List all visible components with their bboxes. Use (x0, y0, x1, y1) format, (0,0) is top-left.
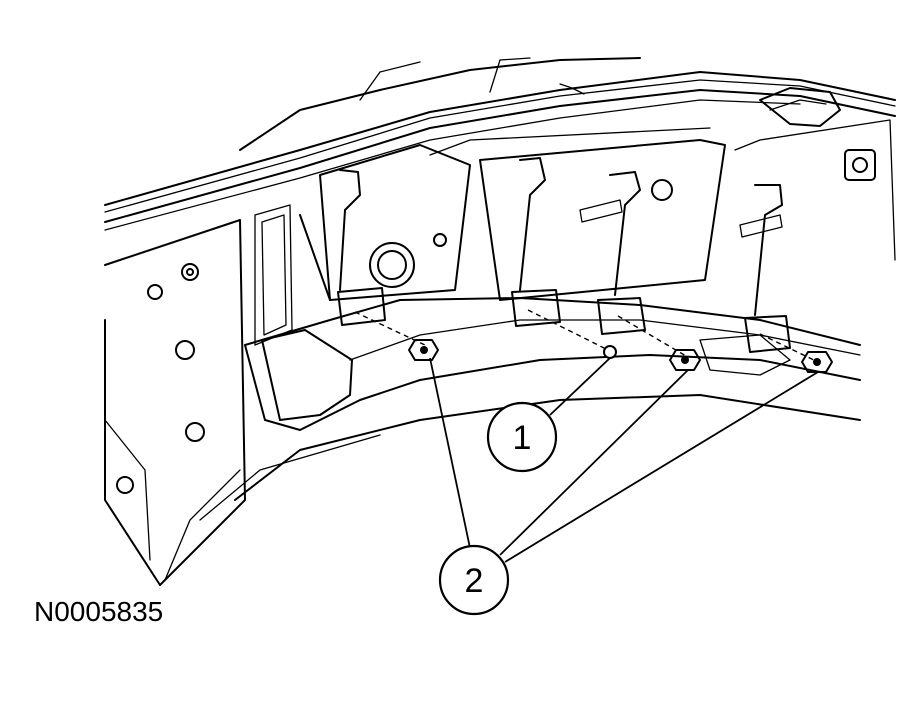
bolt-icon (669, 349, 701, 371)
pin-icon (603, 345, 617, 359)
bolt-icon (801, 351, 833, 373)
nut-plates (337, 287, 791, 353)
callout-1-label: 1 (513, 419, 532, 457)
hanger-straps (339, 157, 783, 316)
alignment-lines (354, 309, 819, 363)
lower-beam (164, 297, 861, 581)
callout-2-label: 2 (465, 562, 484, 600)
callout-1: 1 (486, 357, 611, 473)
figure-id-label: N0005835 (34, 596, 164, 627)
upper-rail (104, 57, 896, 231)
center-panel (299, 119, 896, 301)
left-panel (104, 204, 293, 586)
callout-2: 2 (429, 357, 819, 616)
bolt-icon (408, 339, 439, 361)
